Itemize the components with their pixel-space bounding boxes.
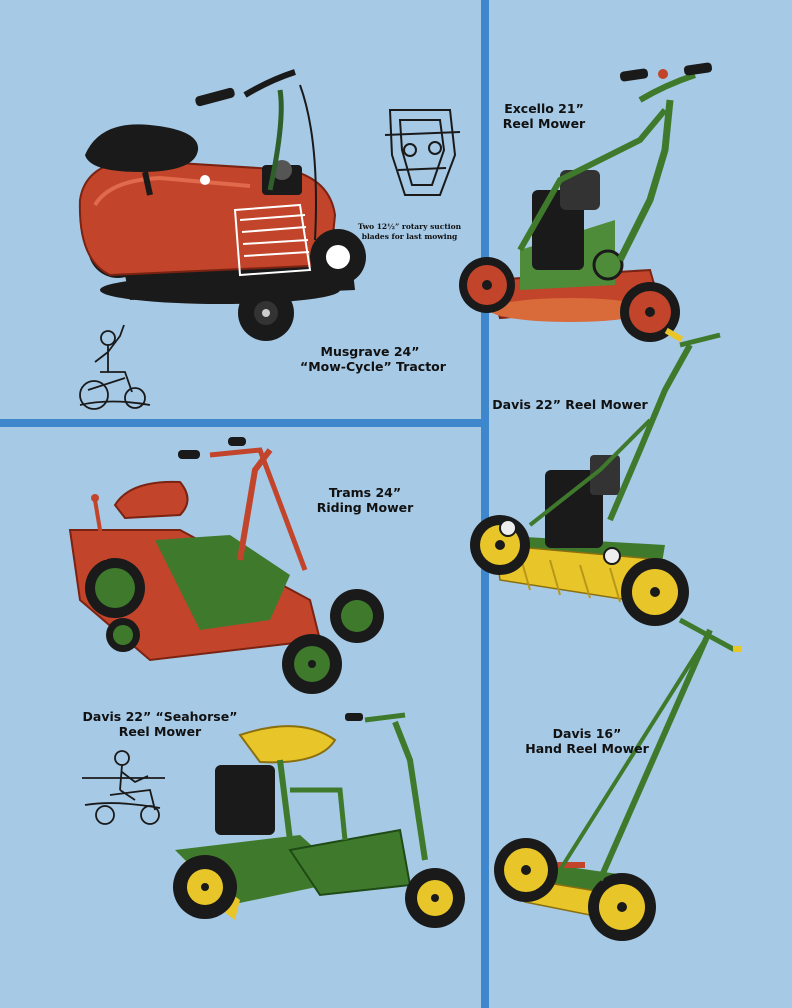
excello-caption: Excello 21” Reel Mower (494, 101, 594, 131)
trams-caption: Trams 24” Riding Mower (310, 485, 420, 515)
seahorse-caption: Davis 22” “Seahorse” Reel Mower (80, 709, 240, 739)
rider-sketch-icon (79, 324, 151, 410)
seahorse-caption-line2: Reel Mower (118, 724, 202, 739)
trams-caption-line1: Trams 24” (328, 485, 402, 500)
blade-note-line2: blades for last mowing (361, 232, 458, 241)
excello-mower-icon (459, 62, 713, 342)
trams-caption-line2: Riding Mower (316, 500, 414, 515)
horizontal-divider (0, 419, 485, 427)
davis16-caption: Davis 16” Hand Reel Mower (522, 726, 652, 756)
vertical-divider (481, 0, 489, 1008)
blade-note-line1: Two 12½” rotary suction (357, 222, 462, 231)
blade-note: Two 12½” rotary suction blades for last … (352, 222, 467, 242)
davis16-mower-icon (494, 617, 741, 941)
musgrave-caption-line2: “Mow-Cycle” Tractor (300, 359, 446, 374)
seahorse-mower-icon (173, 712, 465, 928)
seahorse-caption-line1: Davis 22” “Seahorse” (82, 709, 238, 724)
trams-mower-icon (68, 437, 384, 694)
blade-diagram-icon (384, 109, 461, 196)
musgrave-tractor-icon (78, 69, 366, 341)
excello-caption-line1: Excello 21” (504, 101, 584, 116)
davis16-caption-line1: Davis 16” (552, 726, 622, 741)
excello-caption-line2: Reel Mower (502, 116, 586, 131)
rider-sketch-icon-2 (82, 750, 165, 825)
davis16-caption-line2: Hand Reel Mower (525, 741, 649, 756)
musgrave-caption: Musgrave 24” “Mow-Cycle” Tractor (300, 344, 446, 374)
davis22-mower-icon (470, 327, 721, 626)
musgrave-caption-line1: Musgrave 24” (320, 344, 420, 359)
davis22-caption: Davis 22” Reel Mower (490, 397, 650, 412)
davis22-caption-line1: Davis 22” Reel Mower (492, 397, 648, 412)
